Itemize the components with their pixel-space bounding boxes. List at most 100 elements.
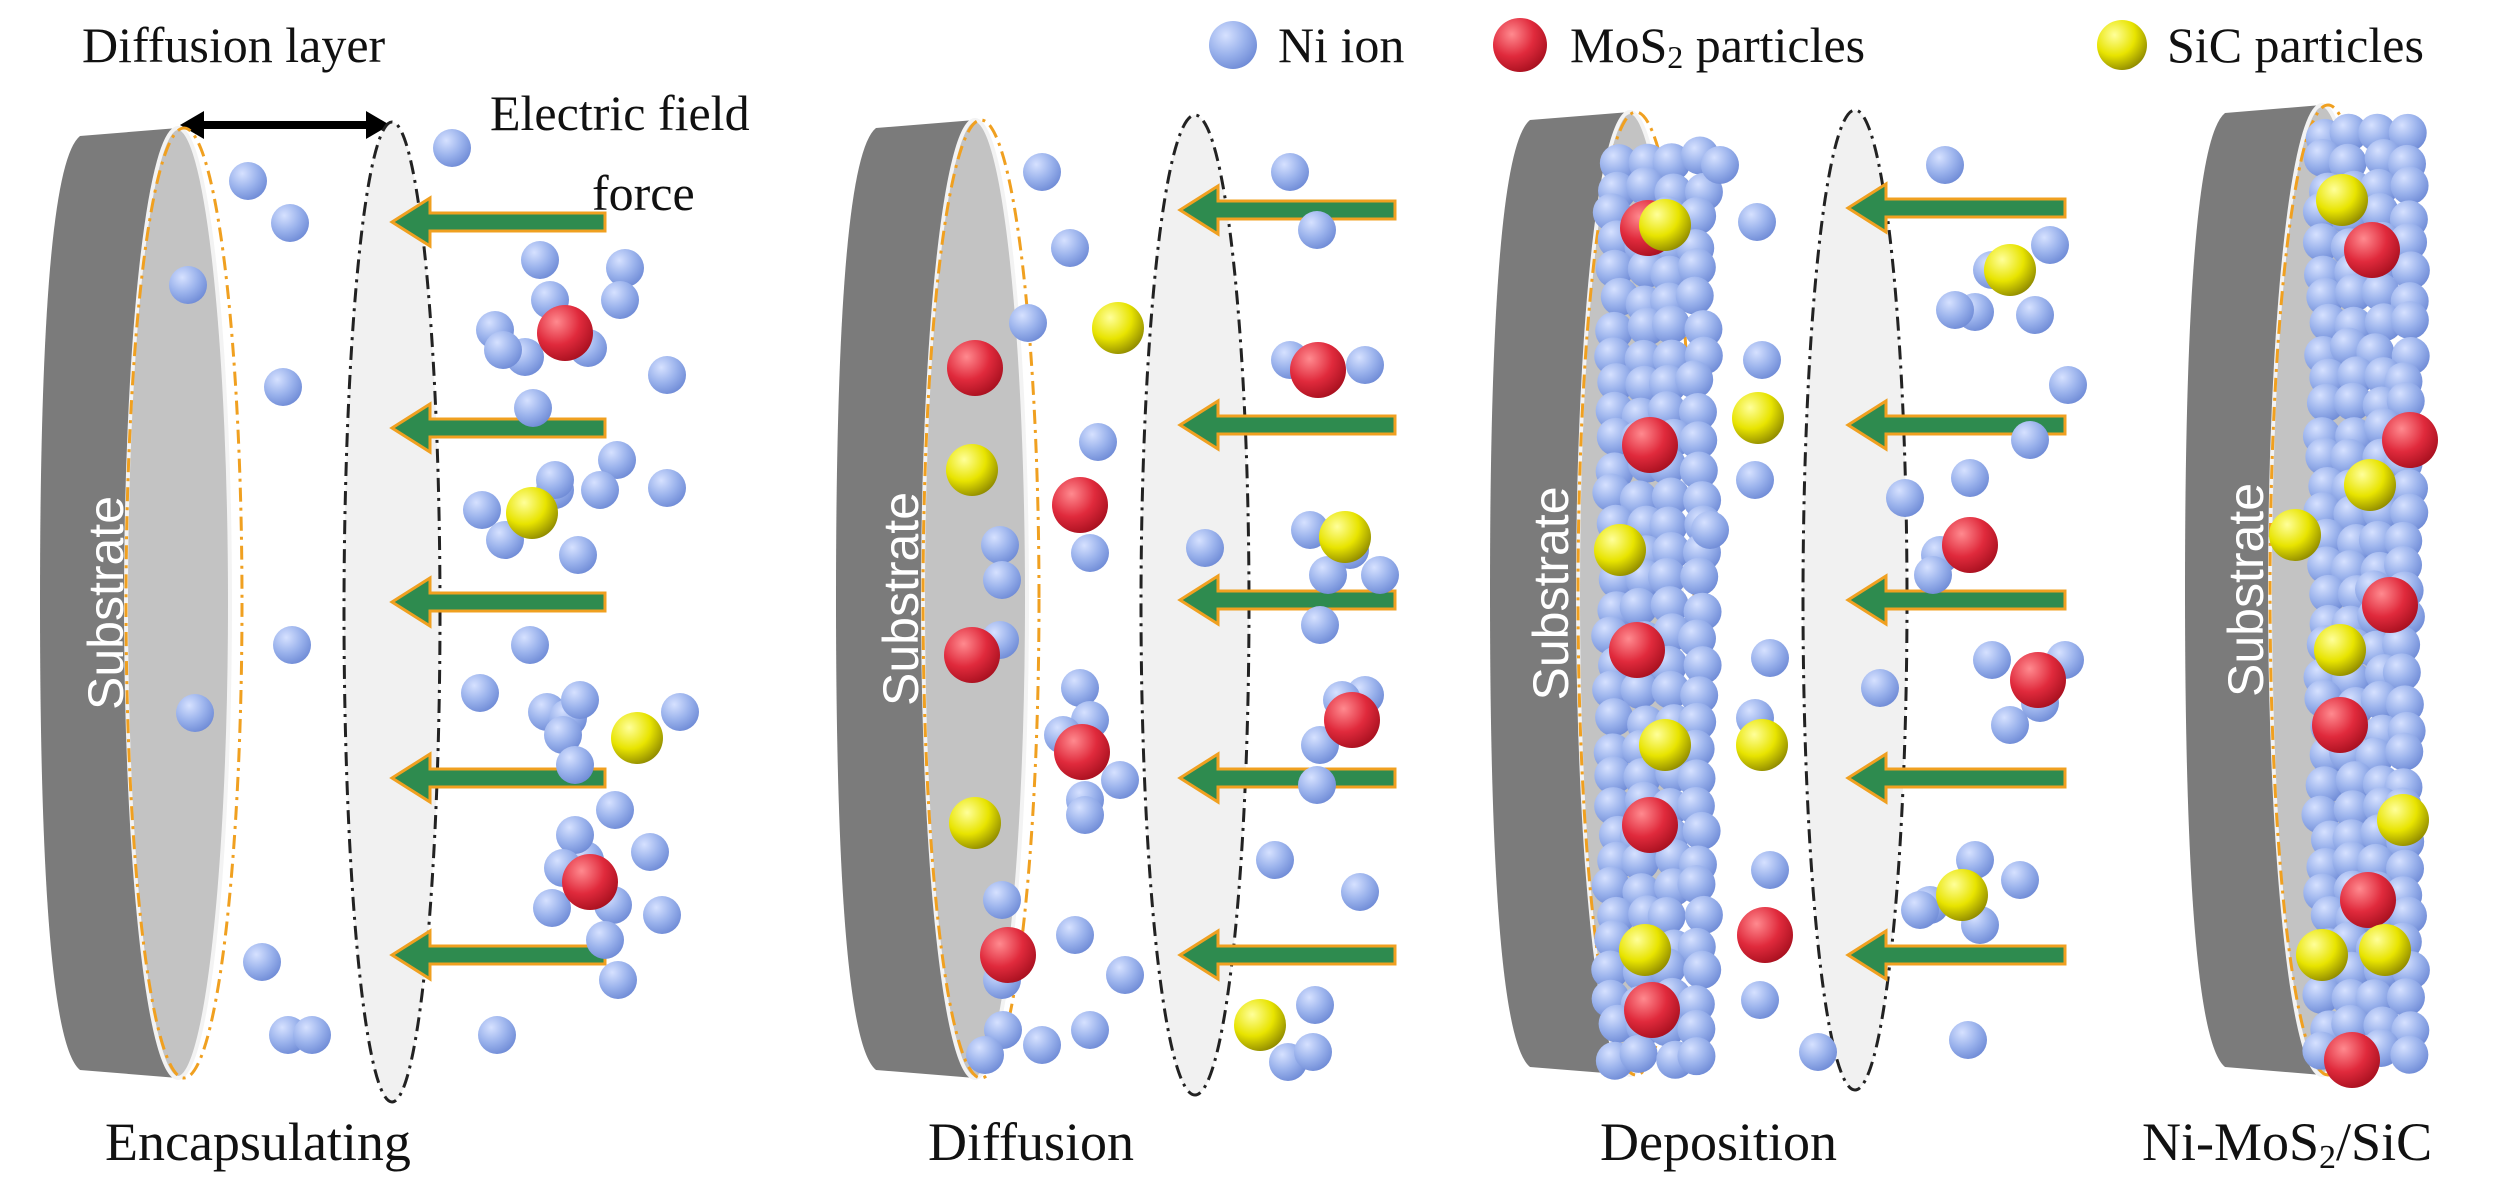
sic-particle — [2344, 459, 2396, 511]
legend-sic-swatch — [2097, 20, 2147, 70]
ni-ion — [581, 471, 619, 509]
ni-ion — [1106, 956, 1144, 994]
ni-ion — [631, 833, 669, 871]
ni-ion — [1741, 981, 1779, 1019]
ni-ion — [1683, 646, 1722, 685]
ni-ion — [2049, 366, 2087, 404]
ni-ion — [1595, 698, 1634, 737]
stage-label-deposition: Deposition — [1600, 1112, 1837, 1172]
ni-ion — [661, 693, 699, 731]
electric-force-label: force — [592, 165, 695, 221]
ni-ion — [1683, 950, 1722, 989]
ni-ion — [1597, 363, 1636, 402]
ni-ion — [478, 1016, 516, 1054]
mos2-particle — [1609, 622, 1665, 678]
substrate-label: Substrate — [873, 492, 929, 706]
mos2-particle — [1624, 982, 1680, 1038]
ni-ion — [1901, 891, 1939, 929]
ni-ion — [1595, 249, 1634, 288]
ni-ion — [966, 1036, 1004, 1074]
sic-particle — [506, 487, 558, 539]
electric-field-arrows — [389, 181, 2067, 982]
ni-ion — [1691, 511, 1729, 549]
field-arrow — [389, 751, 607, 805]
ni-ion — [2309, 574, 2348, 613]
ni-ion — [521, 241, 559, 279]
legend-ni-label: Ni ion — [1278, 17, 1404, 73]
ni-ion — [169, 266, 207, 304]
ni-ion — [1886, 479, 1924, 517]
ni-ion — [271, 204, 309, 242]
ni-ion — [2031, 226, 2069, 264]
mos2-particle — [2344, 222, 2400, 278]
sic-particle — [1639, 199, 1691, 251]
field-arrow — [389, 928, 607, 982]
substrate-label: Substrate — [1523, 486, 1579, 700]
sic-particle — [2269, 509, 2321, 561]
ni-ion — [2360, 193, 2399, 232]
ni-ion — [596, 791, 634, 829]
ni-ion — [1009, 304, 1047, 342]
sic-particle — [2314, 624, 2366, 676]
ni-ion — [1619, 587, 1658, 626]
ni-ion — [1677, 1009, 1716, 1048]
stage-label-diffusion: Diffusion — [928, 1112, 1134, 1172]
field-arrow — [1177, 573, 1397, 627]
mos2-particle — [2362, 577, 2418, 633]
substrate-label: Substrate — [78, 496, 134, 710]
ni-ion — [1591, 866, 1630, 905]
sic-particle — [611, 712, 663, 764]
ni-ion — [2382, 653, 2421, 692]
sic-particle — [1736, 719, 1788, 771]
ni-ion — [643, 896, 681, 934]
ni-ion — [1620, 670, 1659, 709]
mos2-particle — [1054, 724, 1110, 780]
field-arrow — [1177, 183, 1397, 237]
sic-particle — [2296, 929, 2348, 981]
ni-ion — [1599, 144, 1638, 183]
ni-ion — [2386, 382, 2425, 421]
ni-ion — [2333, 382, 2372, 421]
ni-ion — [1652, 143, 1691, 182]
ni-ion — [601, 281, 639, 319]
mos2-particle — [944, 627, 1000, 683]
ni-ion — [243, 943, 281, 981]
diffusion-layer-span-arrow — [180, 111, 390, 139]
substrate-label: Substrate — [2218, 483, 2274, 697]
ni-ion — [264, 368, 302, 406]
sic-particle — [1319, 511, 1371, 563]
legend-mos2-swatch — [1493, 18, 1547, 72]
ni-ion — [1914, 556, 1952, 594]
mos2-particle — [2382, 412, 2438, 468]
legend: Ni ion MoS2 particles SiC particles — [1209, 17, 2424, 75]
mos2-particle — [537, 305, 593, 361]
ni-ion — [2386, 978, 2425, 1017]
ni-ion — [599, 961, 637, 999]
ni-ion — [463, 491, 501, 529]
field-arrow — [1177, 928, 1397, 982]
ni-ion — [1751, 851, 1789, 889]
ni-ion — [2390, 301, 2429, 340]
sic-particle — [1619, 924, 1671, 976]
diffusion-layer-label: Diffusion layer — [82, 17, 386, 73]
ni-ion — [273, 626, 311, 664]
ni-ion — [2391, 251, 2430, 290]
sic-particle — [2377, 794, 2429, 846]
mos2-particle — [1290, 342, 1346, 398]
ni-ion — [1680, 557, 1719, 596]
ni-ion — [586, 921, 624, 959]
sic-particle — [1639, 719, 1691, 771]
ni-ion — [1023, 1026, 1061, 1064]
ni-ion — [2333, 790, 2372, 829]
mos2-particle — [2010, 652, 2066, 708]
ni-ion — [1186, 529, 1224, 567]
ni-ion — [1861, 669, 1899, 707]
ni-ion — [1071, 534, 1109, 572]
mos2-particle — [2312, 697, 2368, 753]
sic-particle — [1936, 869, 1988, 921]
sic-particle — [1594, 524, 1646, 576]
ni-ion — [1298, 766, 1336, 804]
ni-ion — [2016, 296, 2054, 334]
sic-particle — [2316, 174, 2368, 226]
